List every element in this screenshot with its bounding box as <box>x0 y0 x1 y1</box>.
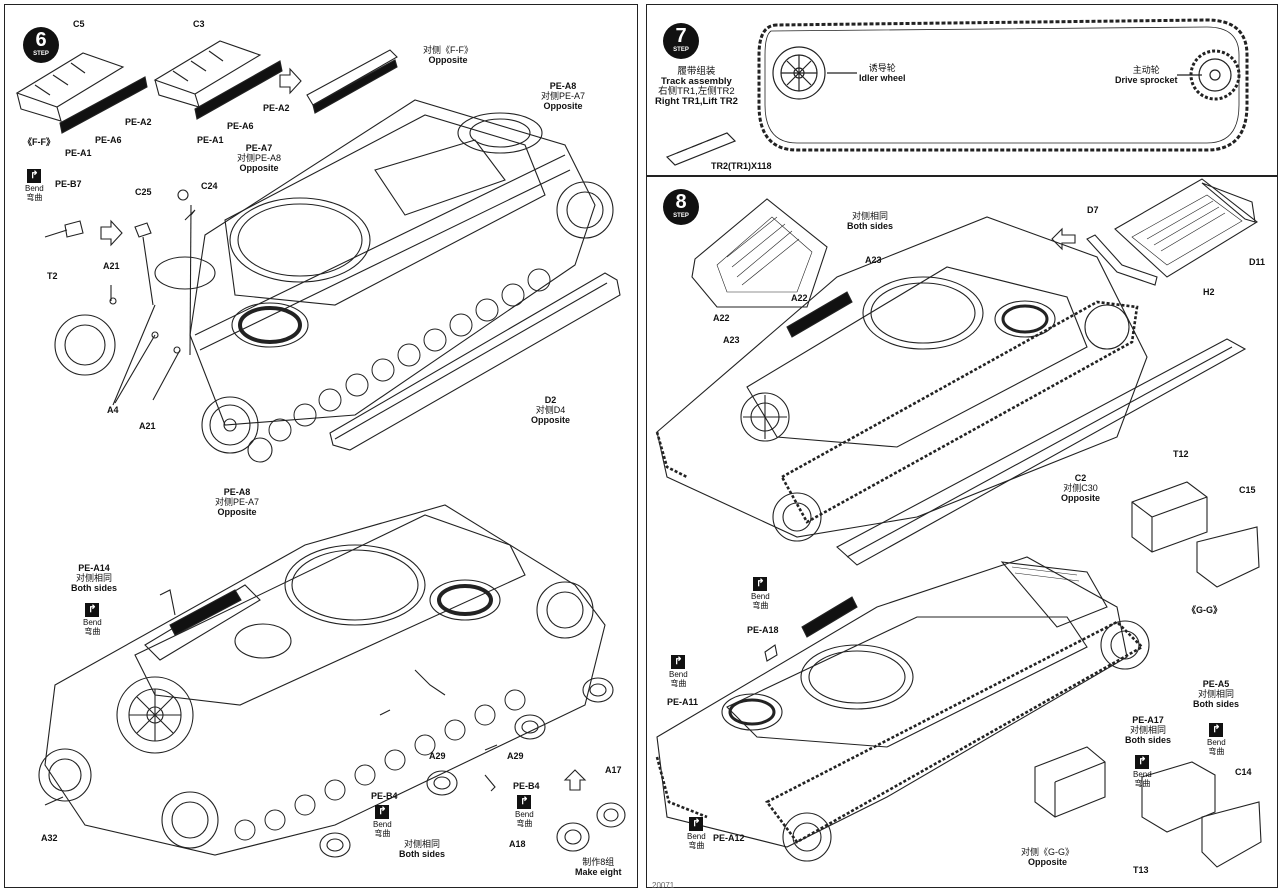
label-gg-opposite: 对侧《G-G》Opposite <box>1021 847 1074 867</box>
step-7-drawing <box>665 18 1249 166</box>
label-pe-b4-b: PE-B4 <box>371 791 398 801</box>
label-ff-left: 《F-F》 <box>23 137 55 147</box>
label-pe-a2-a: PE-A2 <box>125 117 152 127</box>
label-pe-a11: PE-A11 <box>667 697 699 707</box>
label-t2: T2 <box>47 271 58 281</box>
label-c24: C24 <box>201 181 218 191</box>
step-8-drawing <box>655 178 1262 868</box>
label-a21-b: A21 <box>139 421 156 431</box>
label-c3: C3 <box>193 19 205 29</box>
bend-icon: ↱ <box>1209 723 1224 737</box>
label-pe-a6-a: PE-A6 <box>95 135 122 145</box>
bend-icon: ↱ <box>753 577 768 591</box>
label-pe-a18: PE-A18 <box>747 625 779 635</box>
bend-icon: ↱ <box>1135 755 1150 769</box>
label-t12: T12 <box>1173 449 1189 459</box>
step-6-drawing <box>15 40 626 858</box>
label-a23-b: A23 <box>723 335 740 345</box>
label-pe-a1-a: PE-A1 <box>65 148 92 158</box>
label-track-links: TR2(TR1)X118 <box>711 161 772 171</box>
label-pe-b7: PE-B7 <box>55 179 82 189</box>
label-pe-a2-b: PE-A2 <box>263 103 290 113</box>
bend-icon: ↱ <box>375 805 390 819</box>
label-a18: A18 <box>509 839 526 849</box>
label-gg: 《G-G》 <box>1187 605 1222 615</box>
bend-icon: ↱ <box>517 795 532 809</box>
label-t13: T13 <box>1133 865 1149 875</box>
label-pe-a1-b: PE-A1 <box>197 135 224 145</box>
label-d7: D7 <box>1087 205 1099 215</box>
label-a23-a: A23 <box>865 255 882 265</box>
label-pe-b4-a: PE-B4 <box>513 781 540 791</box>
label-a21-a: A21 <box>103 261 120 271</box>
bend-icon: ↱ <box>671 655 686 669</box>
label-c5: C5 <box>73 19 85 29</box>
label-a29-b: A29 <box>507 751 524 761</box>
label-a29-a: A29 <box>429 751 446 761</box>
page-footer-code: 20071 <box>652 881 675 890</box>
label-c14: C14 <box>1235 767 1252 777</box>
label-c15: C15 <box>1239 485 1256 495</box>
label-a22-a: A22 <box>791 293 808 303</box>
label-pe-a6-b: PE-A6 <box>227 121 254 131</box>
label-a4: A4 <box>107 405 119 415</box>
bend-icon: ↱ <box>689 817 704 831</box>
bend-icon: ↱ <box>85 603 100 617</box>
label-h2: H2 <box>1203 287 1215 297</box>
label-a32: A32 <box>41 833 58 843</box>
label-pe-a12: PE-A12 <box>713 833 745 843</box>
bend-icon: ↱ <box>27 169 42 183</box>
label-d11: D11 <box>1249 257 1266 267</box>
label-ff-opposite: 对侧《F-F》Opposite <box>423 45 473 65</box>
label-c25: C25 <box>135 187 152 197</box>
label-a22-b: A22 <box>713 313 730 323</box>
label-a17: A17 <box>605 765 622 775</box>
